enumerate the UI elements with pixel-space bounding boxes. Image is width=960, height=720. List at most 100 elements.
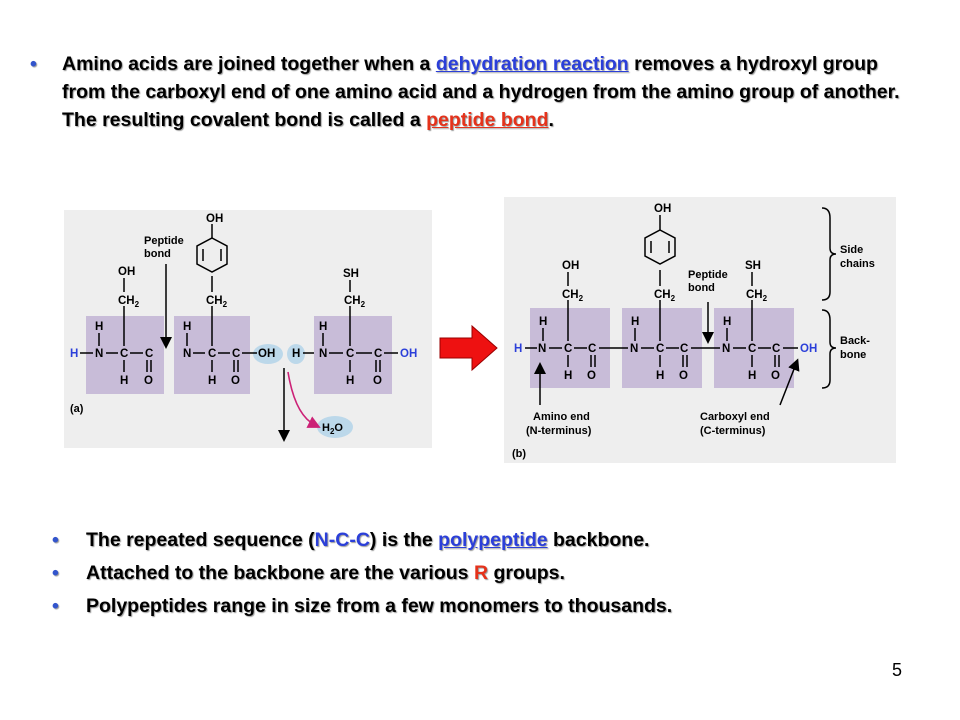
intro-bullet: • Amino acids are joined together when a… <box>30 50 910 134</box>
atom-o: O <box>679 370 688 382</box>
atom-sh: SH <box>343 268 359 280</box>
atom-sh: SH <box>745 260 761 272</box>
panel-b-bonds <box>525 207 837 389</box>
bullet-size: • Polypeptides range in size from a few … <box>52 590 932 623</box>
atom-h: H <box>183 321 191 333</box>
peptide-bond-link[interactable]: peptide bond <box>426 109 549 131</box>
atom-n: N <box>538 343 546 355</box>
side-chains-label: chains <box>840 258 875 270</box>
panel-a-bonds <box>80 224 398 372</box>
atom-h: H <box>120 375 128 387</box>
ch2-label: CH2 <box>654 289 676 303</box>
atom-h: H <box>748 370 756 382</box>
atom-h: H <box>539 316 547 328</box>
atom-c: C <box>772 343 780 355</box>
water-label: H2O <box>322 422 343 436</box>
ch2-label: CH2 <box>562 289 584 303</box>
atom-o: O <box>231 375 240 387</box>
bullet-marker: • <box>52 562 59 584</box>
atom-h: H <box>656 370 664 382</box>
polypeptide-link[interactable]: polypeptide <box>438 529 548 551</box>
ch2-label: CH2 <box>206 295 228 309</box>
atom-c: C <box>145 348 153 360</box>
residue-box-a1 <box>86 316 164 394</box>
side-chains-label: Side <box>840 244 863 256</box>
atom-o: O <box>373 375 382 387</box>
peptide-bond-label-b: bond <box>688 282 715 294</box>
summary-bullets: • The repeated sequence (N-C-C) is the p… <box>52 524 932 623</box>
residue-box-a3 <box>314 316 392 394</box>
intro-text: Amino acids are joined together when a d… <box>62 53 900 131</box>
atom-c: C <box>232 348 240 360</box>
amino-end-label: Amino end <box>533 411 590 423</box>
ch2-label: CH2 <box>118 295 140 309</box>
r-group-letter: R <box>473 562 489 584</box>
atom-h: H <box>514 343 522 355</box>
bullet-marker: • <box>52 529 59 551</box>
hydroxyl-highlight <box>253 344 283 364</box>
carboxyl-end-label: (C-terminus) <box>700 425 766 437</box>
residue-box-b3 <box>714 308 794 388</box>
atom-o: O <box>587 370 596 382</box>
atom-h: H <box>564 370 572 382</box>
atom-oh: OH <box>118 266 135 278</box>
atom-oh: OH <box>654 203 671 215</box>
atom-oh: OH <box>400 348 417 360</box>
transition-arrow <box>439 324 498 372</box>
atom-oh: OH <box>562 260 579 272</box>
peptide-bond-label-a: Peptide <box>144 235 184 247</box>
atom-c: C <box>588 343 596 355</box>
hydrogen-highlight <box>287 344 305 364</box>
carboxyl-end-arrow <box>779 358 800 406</box>
ncc-sequence: N-C-C <box>314 529 370 551</box>
panel-b-label: (b) <box>512 448 526 460</box>
atom-h: H <box>208 375 216 387</box>
atom-n: N <box>630 343 638 355</box>
dehydration-reaction-link[interactable]: dehydration reaction <box>435 53 629 75</box>
atom-h: H <box>70 348 78 360</box>
atom-h: H <box>319 321 327 333</box>
atom-h: H <box>292 348 300 360</box>
peptide-bond-label-b: Peptide <box>688 269 728 281</box>
atom-h: H <box>631 316 639 328</box>
atom-c: C <box>346 348 354 360</box>
water-highlight <box>317 416 353 438</box>
atom-c: C <box>680 343 688 355</box>
bullet-backbone: • The repeated sequence (N-C-C) is the p… <box>52 524 932 557</box>
atom-c: C <box>208 348 216 360</box>
atom-h: H <box>723 316 731 328</box>
water-formation-arrow <box>287 371 321 428</box>
residue-box-b1 <box>530 308 610 388</box>
atom-oh: OH <box>800 343 817 355</box>
atom-c: C <box>120 348 128 360</box>
atom-n: N <box>95 348 103 360</box>
atom-c: C <box>656 343 664 355</box>
page-number: 5 <box>891 660 902 680</box>
atom-n: N <box>183 348 191 360</box>
atom-o: O <box>771 370 780 382</box>
atom-h: H <box>346 375 354 387</box>
panel-a-label: (a) <box>70 403 84 415</box>
bullet-r-groups: • Attached to the backbone are the vario… <box>52 557 932 590</box>
panel-b: H N H C H C O CH2 OH N H C H C O CH2 OH … <box>504 197 896 463</box>
residue-box-b2 <box>622 308 702 388</box>
peptide-bond-label-a: bond <box>144 248 171 260</box>
ch2-label: CH2 <box>746 289 768 303</box>
atom-c: C <box>748 343 756 355</box>
atom-o: O <box>144 375 153 387</box>
atom-n: N <box>722 343 730 355</box>
atom-c: C <box>374 348 382 360</box>
atom-oh: OH <box>258 348 275 360</box>
carboxyl-end-label: Carboxyl end <box>700 411 770 423</box>
atom-oh: OH <box>206 213 223 225</box>
amino-end-label: (N-terminus) <box>526 425 592 437</box>
atom-c: C <box>564 343 572 355</box>
bullet-marker: • <box>30 53 37 75</box>
atom-n: N <box>319 348 327 360</box>
backbone-label: bone <box>840 349 866 361</box>
atom-h: H <box>95 321 103 333</box>
panel-a: H N H C H C O CH2 OH N H C H C O OH CH2 … <box>64 210 432 448</box>
ch2-label: CH2 <box>344 295 366 309</box>
bullet-marker: • <box>52 595 59 617</box>
